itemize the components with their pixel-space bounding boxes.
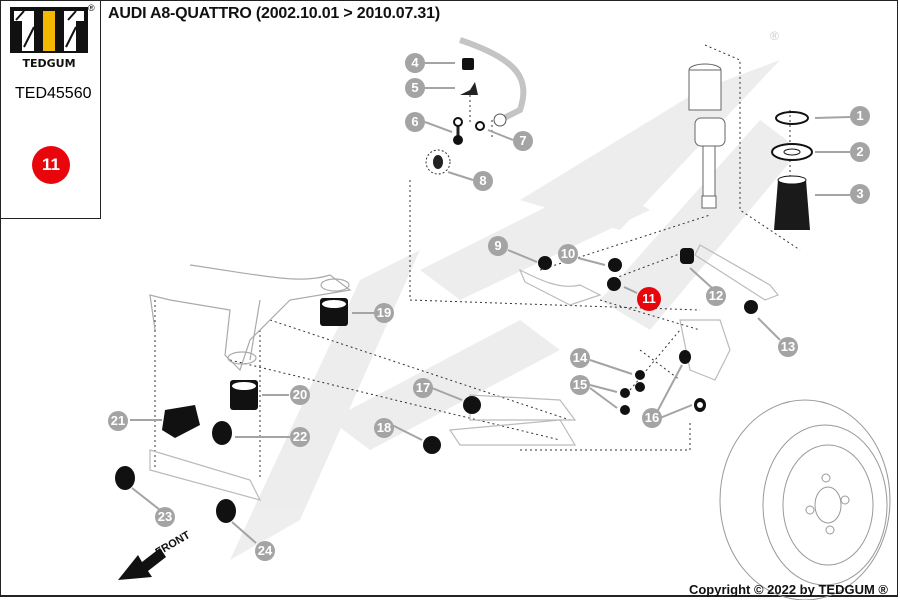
callout-6[interactable]: 6: [405, 112, 425, 132]
guide-lines: [154, 44, 801, 480]
tedgum-logo: TEDGUM: [10, 7, 88, 69]
callout-14[interactable]: 14: [570, 348, 590, 368]
callout-arrows: [130, 62, 851, 544]
part-4-bushing: [462, 58, 474, 70]
part-15-bushing: [620, 388, 630, 398]
callout-24[interactable]: 24: [255, 541, 275, 561]
callout-1[interactable]: 1: [850, 106, 870, 126]
callout-12[interactable]: 12: [706, 286, 726, 306]
front-arrow-icon: [118, 548, 166, 580]
control-arms: [149, 244, 779, 501]
part-22-bushing: [212, 421, 232, 445]
part-23-mount: [115, 466, 135, 490]
callout-19[interactable]: 19: [374, 303, 394, 323]
callout-20[interactable]: 20: [290, 385, 310, 405]
part-2-mount: [771, 143, 813, 161]
part-16-bushing-a: [679, 350, 691, 364]
callout-7[interactable]: 7: [513, 131, 533, 151]
callout-9[interactable]: 9: [488, 236, 508, 256]
part-17-bushing: [463, 396, 481, 414]
callout-18[interactable]: 18: [374, 418, 394, 438]
part-12-ball-joint: [680, 248, 694, 264]
part-1-ring: [775, 111, 809, 125]
watermark-registered: ®: [770, 29, 779, 43]
callout-22[interactable]: 22: [290, 427, 310, 447]
callout-8[interactable]: 8: [473, 171, 493, 191]
part-5-clamp: [460, 82, 478, 95]
logo-wordmark: TEDGUM: [22, 57, 75, 69]
part-info-panel: TEDGUM ® TED45560 11: [0, 0, 101, 219]
callout-11[interactable]: 11: [637, 287, 661, 311]
callout-2[interactable]: 2: [850, 142, 870, 162]
callout-10[interactable]: 10: [558, 244, 578, 264]
callout-21[interactable]: 21: [108, 411, 128, 431]
callout-5[interactable]: 5: [405, 78, 425, 98]
callout-3[interactable]: 3: [850, 184, 870, 204]
wheel: [719, 399, 891, 600]
subframe: [149, 264, 352, 372]
callout-15[interactable]: 15: [570, 375, 590, 395]
part-13-bushing: [744, 300, 758, 314]
part-number: TED45560: [15, 85, 92, 102]
shock-absorber: [688, 63, 726, 209]
callout-4[interactable]: 4: [405, 53, 425, 73]
part-7-ring: [475, 121, 485, 131]
part-14-link: [635, 370, 645, 380]
registered-mark: ®: [88, 3, 95, 13]
part-18-bushing: [423, 436, 441, 454]
callout-23[interactable]: 23: [155, 507, 175, 527]
callout-16[interactable]: 16: [642, 408, 662, 428]
selected-position-badge: 11: [32, 146, 70, 184]
front-label: FRONT: [154, 529, 193, 558]
watermark: [230, 60, 800, 560]
part-21-mount: [162, 405, 200, 438]
part-24-mount: [216, 499, 236, 523]
copyright-notice: Copyright © 2022 by TEDGUM ®: [688, 582, 888, 597]
part-11-bushing: [607, 277, 621, 291]
part-10-bushing: [608, 258, 622, 272]
vehicle-title: AUDI A8-QUATTRO (2002.10.01 > 2010.07.31…: [108, 5, 440, 22]
callout-13[interactable]: 13: [778, 337, 798, 357]
part-3-bump-stop: [774, 180, 810, 230]
part-9-bushing: [538, 256, 552, 270]
part-8-bushing: [433, 155, 443, 169]
callout-17[interactable]: 17: [413, 378, 433, 398]
